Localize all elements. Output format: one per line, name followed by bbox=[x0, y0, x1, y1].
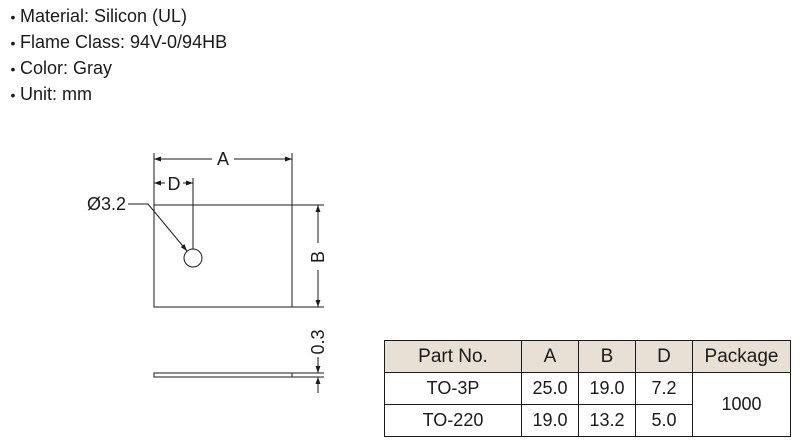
header-d: D bbox=[635, 340, 693, 373]
header-package: Package bbox=[692, 340, 791, 373]
spec-list: •Material: Silicon (UL) •Flame Class: 94… bbox=[6, 4, 228, 108]
dimension-label-d: D bbox=[168, 174, 181, 194]
cell-part-no: TO-220 bbox=[384, 404, 522, 437]
cell-d: 5.0 bbox=[635, 404, 693, 437]
table-row: TO-220 19.0 13.2 5.0 bbox=[384, 404, 791, 437]
dimension-label-a: A bbox=[217, 149, 229, 169]
bullet-icon: • bbox=[10, 35, 16, 51]
spec-text-flame-class: Flame Class: 94V-0/94HB bbox=[20, 32, 228, 52]
spec-text-color: Color: Gray bbox=[20, 58, 113, 78]
pad-side-view bbox=[153, 372, 293, 378]
spec-item-flame-class: •Flame Class: 94V-0/94HB bbox=[6, 30, 228, 56]
cell-package: 1000 bbox=[692, 372, 791, 437]
thickness-label: 0.3 bbox=[308, 329, 328, 354]
bullet-icon: • bbox=[10, 61, 16, 77]
bullet-icon: • bbox=[10, 87, 16, 103]
cell-a: 25.0 bbox=[521, 372, 579, 405]
spec-item-unit: •Unit: mm bbox=[6, 82, 227, 108]
parts-table: Part No. A B D Package TO-3P 25.0 19.0 7… bbox=[384, 340, 791, 437]
header-b: B bbox=[578, 340, 636, 373]
header-a: A bbox=[521, 340, 579, 373]
header-part-no: Part No. bbox=[384, 340, 522, 373]
bullet-icon: • bbox=[10, 9, 16, 25]
hole-diameter-label: Ø3.2 bbox=[87, 194, 126, 214]
spec-item-color: •Color: Gray bbox=[6, 56, 227, 82]
cell-d: 7.2 bbox=[635, 372, 693, 405]
cell-b: 19.0 bbox=[578, 372, 636, 405]
table-row: TO-3P 25.0 19.0 7.2 1000 bbox=[384, 372, 791, 437]
cell-part-no: TO-3P bbox=[384, 372, 522, 405]
table-header-row: Part No. A B D Package bbox=[384, 340, 791, 373]
spec-item-material: •Material: Silicon (UL) bbox=[6, 4, 227, 30]
dimension-label-b: B bbox=[308, 251, 328, 263]
spec-text-unit: Unit: mm bbox=[20, 84, 92, 104]
pad-outline bbox=[153, 204, 293, 308]
spec-text-material: Material: Silicon (UL) bbox=[20, 6, 188, 26]
cell-b: 13.2 bbox=[578, 404, 636, 437]
cell-a: 19.0 bbox=[521, 404, 579, 437]
mounting-hole bbox=[183, 248, 203, 268]
hole-leader-line bbox=[128, 203, 188, 252]
